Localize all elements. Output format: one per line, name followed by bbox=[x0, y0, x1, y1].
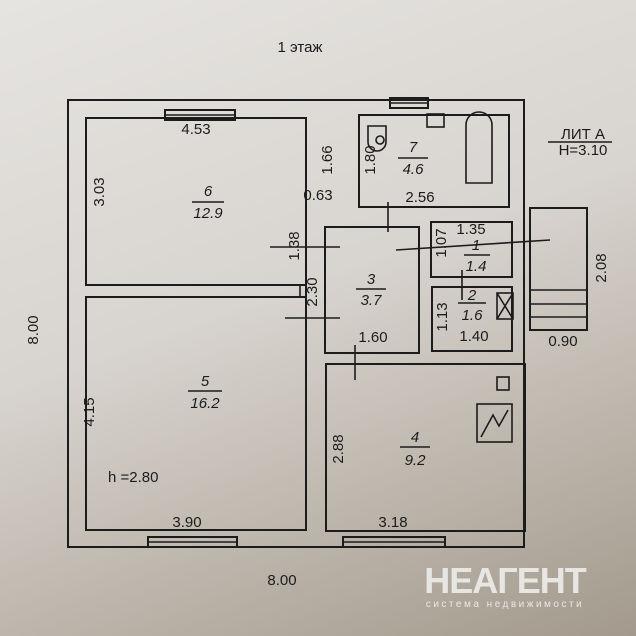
svg-text:9.2: 9.2 bbox=[405, 452, 427, 469]
svg-text:1.13: 1.13 bbox=[434, 302, 451, 331]
svg-text:12.9: 12.9 bbox=[193, 205, 223, 222]
svg-text:1.66: 1.66 bbox=[319, 145, 336, 174]
svg-text:Н=3.10: Н=3.10 bbox=[559, 142, 608, 159]
svg-text:1.35: 1.35 bbox=[456, 221, 485, 238]
svg-text:0.63: 0.63 bbox=[303, 187, 332, 204]
room-7: 74.6 bbox=[398, 139, 428, 178]
svg-text:3.7: 3.7 bbox=[361, 292, 383, 309]
svg-text:1.40: 1.40 bbox=[459, 328, 488, 345]
dimensions: 4.53 3.03 1.66 0.63 1.38 1.80 2.56 1.35 … bbox=[25, 121, 610, 589]
ceiling-height: h =2.80 bbox=[108, 469, 158, 486]
room-4: 49.2 bbox=[400, 429, 430, 469]
svg-text:6: 6 bbox=[204, 183, 213, 200]
overall-width: 8.00 bbox=[267, 572, 296, 589]
svg-text:4.53: 4.53 bbox=[181, 121, 210, 138]
svg-text:1.60: 1.60 bbox=[358, 329, 387, 346]
svg-text:3.18: 3.18 bbox=[378, 514, 407, 531]
svg-text:1.4: 1.4 bbox=[466, 258, 487, 275]
svg-text:НЕАГЕНТ: НЕАГЕНТ bbox=[424, 560, 586, 601]
svg-text:2.08: 2.08 bbox=[593, 253, 610, 282]
svg-text:2: 2 bbox=[467, 287, 477, 304]
floor-title: 1 этаж bbox=[278, 39, 323, 56]
room-5: 516.2 bbox=[188, 373, 222, 412]
svg-text:1.6: 1.6 bbox=[462, 307, 484, 324]
door-markers bbox=[270, 202, 551, 380]
svg-text:1.07: 1.07 bbox=[433, 228, 450, 257]
room-6: 612.9 bbox=[192, 183, 224, 222]
svg-text:2.30: 2.30 bbox=[304, 277, 321, 306]
overall-depth: 8.00 bbox=[25, 315, 42, 344]
svg-text:2.88: 2.88 bbox=[330, 434, 347, 463]
porch bbox=[529, 207, 588, 331]
svg-text:5: 5 bbox=[201, 373, 210, 390]
svg-text:2.56: 2.56 bbox=[405, 189, 434, 206]
svg-text:4.6: 4.6 bbox=[403, 161, 425, 178]
svg-text:4: 4 bbox=[411, 429, 419, 446]
bathroom-fixtures bbox=[367, 111, 514, 443]
svg-text:1: 1 bbox=[472, 237, 480, 254]
room-1: 11.4 bbox=[464, 237, 490, 275]
svg-text:ЛИТ А: ЛИТ А bbox=[561, 126, 605, 143]
svg-text:3.90: 3.90 bbox=[172, 514, 201, 531]
lit-label: ЛИТ А Н=3.10 bbox=[548, 126, 612, 159]
room-3: 33.7 bbox=[356, 271, 386, 309]
svg-text:4.15: 4.15 bbox=[81, 397, 98, 426]
watermark-logo: НЕАГЕНТ система недвижимости bbox=[424, 560, 587, 610]
svg-text:0.90: 0.90 bbox=[548, 333, 577, 350]
room-2: 21.6 bbox=[458, 287, 486, 324]
svg-text:3: 3 bbox=[367, 271, 376, 288]
svg-text:7: 7 bbox=[409, 139, 418, 156]
svg-text:1.80: 1.80 bbox=[362, 145, 379, 174]
svg-text:система недвижимости: система недвижимости bbox=[426, 599, 584, 610]
outer-walls bbox=[67, 99, 526, 548]
windows bbox=[147, 97, 446, 548]
svg-text:16.2: 16.2 bbox=[190, 395, 220, 412]
svg-text:1.38: 1.38 bbox=[286, 231, 303, 260]
svg-text:3.03: 3.03 bbox=[91, 177, 108, 206]
